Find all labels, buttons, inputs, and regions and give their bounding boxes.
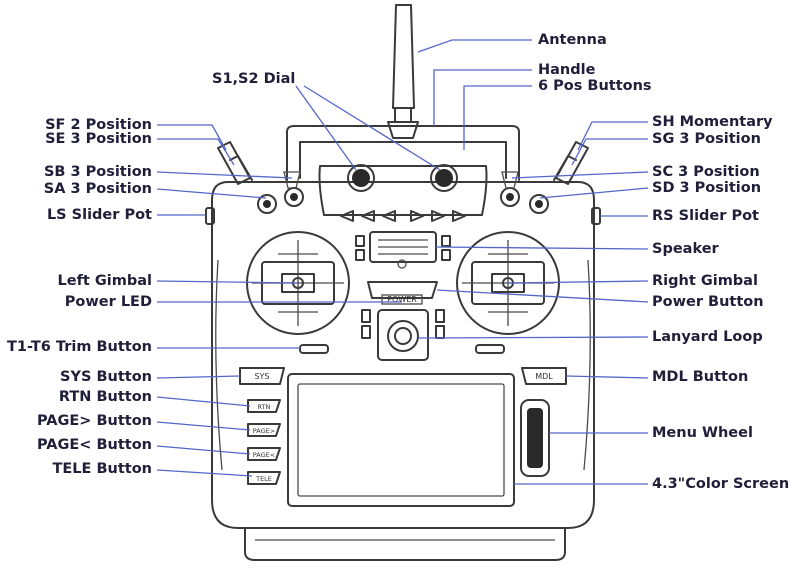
label-screen: 4.3"Color Screen — [652, 476, 790, 492]
label-sd: SD 3 Position — [652, 180, 762, 196]
sys-text: SYS — [254, 372, 269, 381]
handle — [286, 125, 520, 181]
label-sf: SF 2 Position — [45, 117, 152, 133]
label-power-button: Power Button — [652, 294, 764, 310]
label-left-gimbal: Left Gimbal — [57, 273, 152, 289]
label-power-led: Power LED — [64, 294, 152, 310]
label-mdl: MDL Button — [652, 369, 749, 385]
label-menu-wheel: Menu Wheel — [652, 425, 753, 441]
label-se: SE 3 Position — [45, 131, 152, 147]
left-switches — [217, 141, 304, 214]
label-trim: T1-T6 Trim Button — [7, 339, 152, 355]
tele-text: TELE — [255, 475, 272, 483]
antenna — [387, 4, 419, 139]
label-right-gimbal: Right Gimbal — [652, 273, 758, 289]
label-handle: Handle — [538, 62, 596, 78]
transmitter-body — [205, 165, 601, 561]
label-sys: SYS Button — [60, 369, 152, 385]
label-sa: SA 3 Position — [43, 181, 152, 197]
page-next-text: PAGE> — [253, 427, 275, 435]
menu-wheel — [520, 399, 550, 477]
mdl-text: MDL — [535, 372, 553, 381]
leader-lines — [156, 39, 649, 485]
label-rtn: RTN Button — [58, 389, 152, 405]
sys-mdl-buttons: SYS MDL — [239, 367, 567, 385]
color-screen — [287, 373, 515, 507]
page-prev-text: PAGE< — [253, 451, 275, 459]
label-sh: SH Momentary — [652, 114, 773, 130]
trim-buttons — [299, 344, 505, 354]
six-pos-buttons — [340, 210, 466, 222]
label-s1s2-dial: S1,S2 Dial — [212, 71, 296, 87]
label-sg: SG 3 Position — [652, 131, 761, 147]
label-rs-slider: RS Slider Pot — [652, 208, 759, 224]
power-text: POWER — [387, 295, 417, 304]
label-page-next: PAGE> Button — [36, 413, 152, 429]
label-antenna: Antenna — [538, 32, 607, 48]
power-button: POWER — [367, 259, 438, 305]
label-speaker: Speaker — [652, 241, 719, 257]
label-six-pos-buttons: 6 Pos Buttons — [538, 78, 652, 94]
right-switches — [500, 141, 589, 214]
label-ls-slider: LS Slider Pot — [46, 207, 152, 223]
label-sb: SB 3 Position — [43, 164, 152, 180]
lanyard-loop — [361, 309, 445, 361]
speaker — [355, 231, 451, 263]
label-lanyard: Lanyard Loop — [652, 329, 763, 345]
rtn-text: RTN — [258, 403, 271, 411]
label-tele: TELE Button — [52, 461, 152, 477]
left-side-buttons: RTN PAGE> PAGE< TELE — [247, 399, 281, 485]
label-sc: SC 3 Position — [652, 164, 760, 180]
s1-s2-dials — [347, 164, 458, 192]
label-page-prev: PAGE< Button — [36, 437, 152, 453]
